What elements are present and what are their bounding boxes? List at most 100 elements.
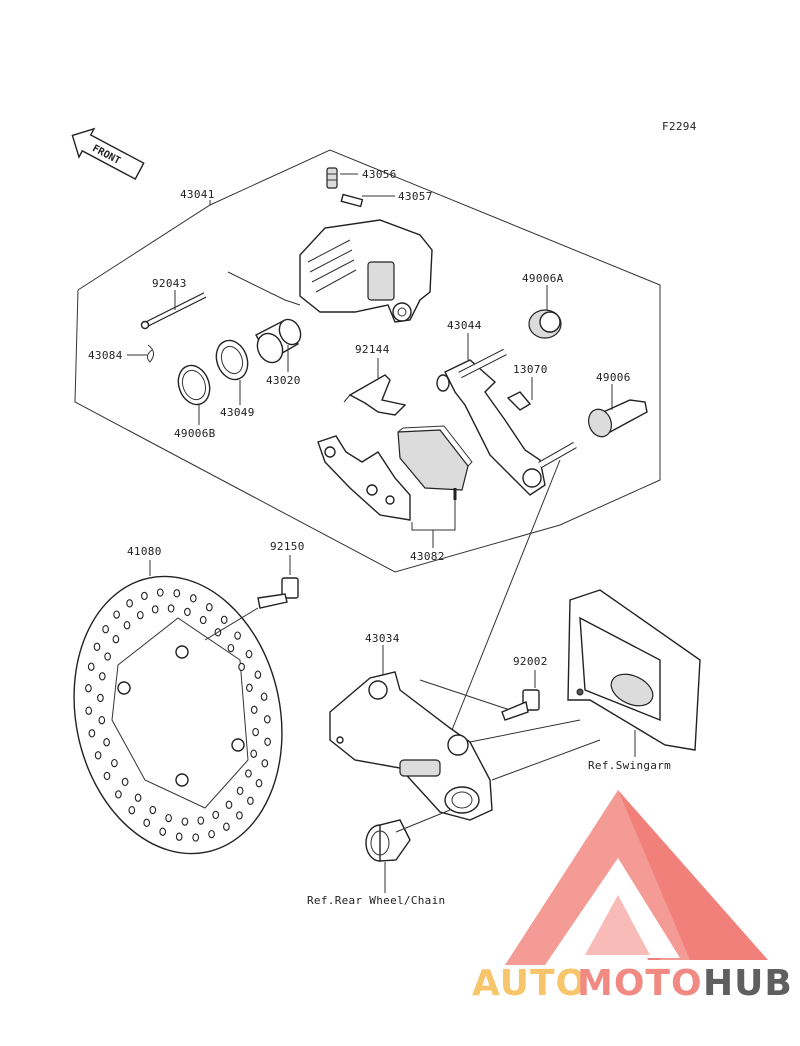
collar-guide (395, 809, 451, 833)
disc-hole (141, 591, 148, 601)
disc-hole (234, 631, 241, 640)
callout-43044: 43044 (447, 319, 482, 332)
disc-hole (115, 790, 122, 799)
callout-92002: 92002 (513, 655, 548, 668)
disc-hole (136, 610, 144, 620)
disc-hole (121, 777, 129, 787)
disc-hole (199, 615, 207, 625)
disc-hole (85, 684, 92, 693)
disc-hole (250, 705, 258, 714)
disc-hole (85, 706, 93, 715)
disc-hole (165, 813, 172, 823)
connection-line (439, 459, 561, 761)
disc-hole (149, 805, 157, 815)
disc-hole (236, 811, 243, 820)
seal-49006b (177, 364, 211, 406)
callout-43034: 43034 (365, 632, 400, 645)
leader-43082-bracket (411, 500, 456, 531)
disc-vent-holes (85, 588, 271, 842)
disc-hole (247, 796, 254, 805)
callout-43084: 43084 (88, 349, 123, 362)
disc-hole (246, 683, 253, 692)
caliper-bracket (436, 348, 577, 496)
holder-bolt (501, 689, 540, 721)
disc-hole (254, 670, 262, 679)
callout-43049: 43049 (220, 406, 255, 419)
callout-49006: 49006 (596, 371, 631, 384)
caliper-assembly-outline (74, 149, 661, 573)
retainer-clip (506, 391, 532, 411)
disc-hole (128, 806, 136, 815)
callout-49006b: 49006B (174, 427, 216, 440)
disc-hole (143, 818, 151, 827)
disc-hole (245, 649, 253, 659)
disc-hole (220, 615, 228, 624)
callout-49006a: 49006A (522, 272, 564, 285)
callout-13070: 13070 (513, 363, 548, 376)
disc-hole (255, 779, 263, 788)
disc-hole (212, 810, 220, 820)
wheel-collar (365, 819, 411, 862)
disc-hole (87, 662, 95, 671)
callout-43020: 43020 (266, 374, 301, 387)
caliper-holder (329, 671, 493, 821)
disc-hole (156, 588, 164, 597)
ref-rear-wheel-label: Ref.Rear Wheel/Chain (307, 894, 445, 907)
disc-hole (223, 822, 230, 831)
ref-swingarm-label: Ref.Swingarm (588, 759, 671, 772)
front-arrow-icon: FRONT (71, 127, 145, 180)
disc-hole (159, 827, 167, 836)
figure-code: F2294 (662, 120, 697, 133)
watermark-logo (505, 790, 768, 965)
boot-49006a (528, 309, 562, 339)
disc-hole (104, 652, 111, 661)
brake-pad-left (317, 435, 411, 521)
inner-outline (227, 271, 301, 306)
bleeder-cap (340, 193, 364, 208)
disc-hole (175, 832, 183, 841)
disc-hole (227, 643, 235, 653)
watermark-text-auto: AUTO (472, 963, 587, 1004)
bleeder-valve (326, 167, 338, 189)
disc-hole (98, 716, 106, 725)
disc-bolt (257, 577, 299, 609)
disc-hole (173, 589, 181, 598)
disc-hole (102, 625, 109, 634)
disc-hole (181, 817, 189, 826)
holder-guide-1 (469, 719, 581, 743)
disc-hole (103, 738, 110, 747)
callout-92144: 92144 (355, 343, 390, 356)
disc-hole (93, 642, 101, 651)
callout-92043: 92043 (152, 277, 187, 290)
callout-43056: 43056 (362, 168, 397, 181)
disc-hole (134, 793, 142, 802)
callout-43082: 43082 (410, 550, 445, 563)
disc-hole (252, 727, 259, 737)
caliper-pin (140, 292, 207, 330)
disc-hole (126, 599, 133, 608)
pad-spring (343, 374, 407, 416)
disc-hole (94, 751, 102, 760)
disc-hole (250, 749, 258, 758)
disc-hole (236, 786, 244, 795)
bolt-guide-line (204, 607, 259, 641)
disc-hole (111, 758, 118, 768)
disc-hole (189, 594, 197, 603)
disc-hole (112, 635, 120, 644)
swingarm (567, 589, 701, 751)
disc-hole (103, 771, 111, 781)
callout-41080: 41080 (127, 545, 162, 558)
disc-hole (123, 621, 131, 630)
disc-hole (88, 729, 96, 738)
watermark-text-hub: HUB (703, 963, 793, 1004)
disc-hole (264, 737, 271, 746)
disc-hole (184, 607, 191, 617)
disc-hole (197, 816, 205, 825)
watermark-text-moto: MOTO (577, 963, 703, 1004)
disc-hole (98, 672, 106, 681)
disc-hole (263, 715, 271, 724)
disc-hole (151, 605, 159, 614)
boot-49006 (588, 399, 648, 438)
caliper-body (299, 219, 433, 323)
brake-pad-right (397, 425, 473, 500)
